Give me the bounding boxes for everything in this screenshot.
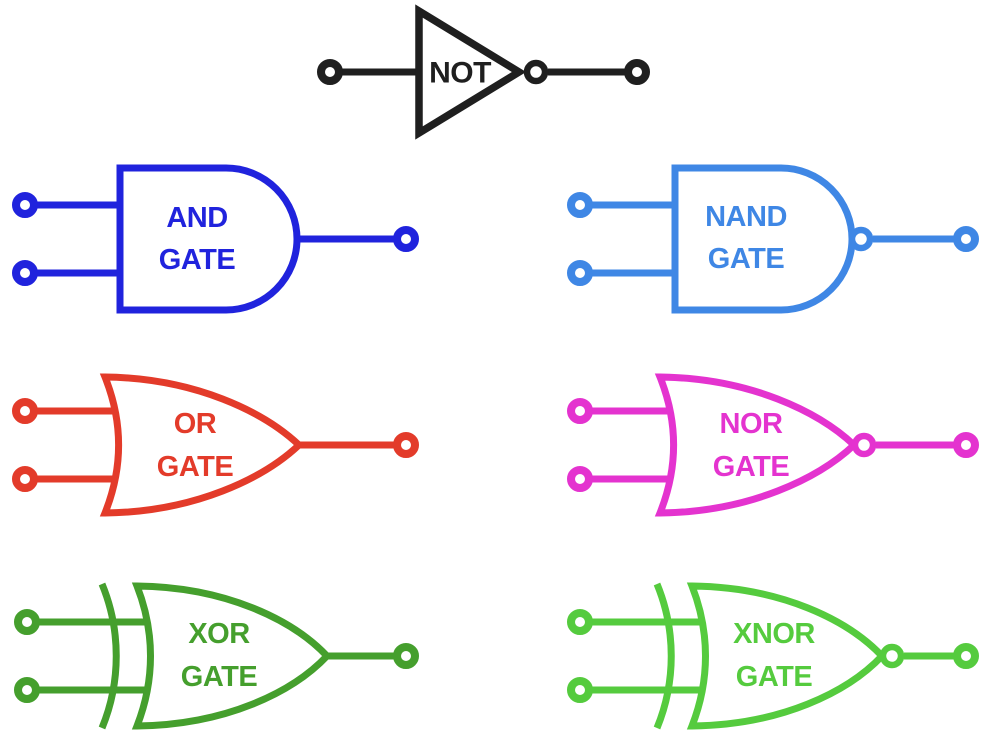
gate-label-line-2: GATE: [736, 661, 813, 693]
input-terminal-1: [567, 609, 593, 635]
not-gate: NOT: [317, 4, 650, 140]
gate-body: [99, 373, 305, 517]
gate-body: [116, 164, 301, 314]
xnor-gate: XNOR GATE: [567, 582, 979, 730]
input-terminal-1: [317, 59, 343, 85]
gate-label-line-1: OR: [174, 408, 217, 440]
gate-label-line-1: XOR: [188, 618, 250, 650]
inversion-bubble: [879, 643, 905, 669]
inversion-bubble: [851, 432, 877, 458]
gate-label-line-2: GATE: [159, 244, 236, 276]
gate-body: [671, 164, 856, 314]
xor-rear-curve: [98, 582, 120, 730]
gate-label-line-1: NOT: [429, 57, 491, 90]
gate-label-line-2: GATE: [713, 451, 790, 483]
nor-gate: NOR GATE: [567, 373, 979, 517]
input-terminal-1: [14, 609, 40, 635]
output-terminal: [953, 226, 979, 252]
output-terminal: [393, 432, 419, 458]
inversion-bubble: [848, 226, 874, 252]
input-terminal-2: [12, 260, 38, 286]
gate-label-line-2: GATE: [708, 243, 785, 275]
inversion-bubble: [523, 59, 549, 85]
output-terminal: [393, 226, 419, 252]
gate-label-line-1: NOR: [720, 408, 784, 440]
gate-label-line-1: AND: [166, 202, 227, 234]
gate-body: [131, 582, 332, 730]
input-terminal-2: [12, 466, 38, 492]
nand-gate: NAND GATE: [567, 164, 979, 314]
input-terminal-2: [567, 466, 593, 492]
gate-body: [415, 4, 527, 140]
output-terminal: [393, 643, 419, 669]
gate-body: [654, 373, 860, 517]
gate-label-line-1: XNOR: [733, 618, 815, 650]
output-terminal: [953, 432, 979, 458]
xor-rear-curve: [653, 582, 675, 730]
gate-label-line-2: GATE: [157, 451, 234, 483]
input-terminal-2: [567, 260, 593, 286]
output-terminal: [953, 643, 979, 669]
input-terminal-1: [12, 398, 38, 424]
and-gate: AND GATE: [12, 164, 419, 314]
input-terminal-1: [567, 398, 593, 424]
xor-gate: XOR GATE: [14, 582, 419, 730]
input-terminal-1: [567, 192, 593, 218]
output-terminal: [624, 59, 650, 85]
or-gate: OR GATE: [12, 373, 419, 517]
gate-label-line-1: NAND: [705, 201, 787, 233]
input-terminal-2: [567, 677, 593, 703]
gate-body: [686, 582, 887, 730]
input-terminal-1: [12, 192, 38, 218]
gate-label-line-2: GATE: [181, 661, 258, 693]
input-terminal-2: [14, 677, 40, 703]
